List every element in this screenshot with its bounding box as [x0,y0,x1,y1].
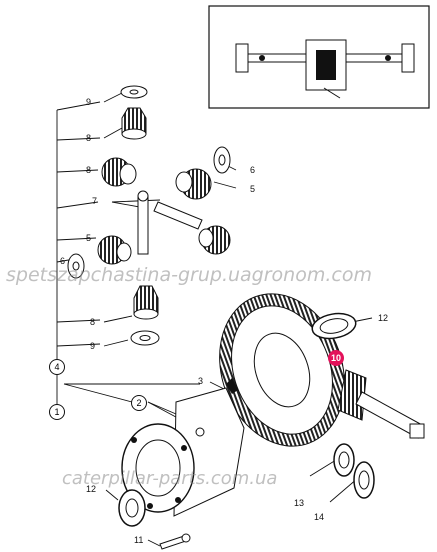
callout-leader-lines [56,91,373,547]
callout-3: 3 [198,376,204,386]
watermark-bottom: caterpillar-parts.com.ua [62,468,278,489]
callout-2-circle: 2 [131,395,147,411]
callout-5-upper: 5 [250,184,256,194]
callout-14: 14 [314,512,325,522]
washer-left [67,253,85,279]
callout-8-lower: 8 [90,317,96,327]
callout-8-middle: 8 [86,165,92,175]
pinion-gear-left [101,157,137,187]
callout-13: 13 [294,498,305,508]
bearing-cup-right [353,461,375,499]
callout-7: 7 [92,196,98,206]
pinion-gear-right [175,168,212,200]
callout-1-circle: 1 [49,404,65,420]
callout-6-upper: 6 [250,165,256,175]
callout-5-lower: 5 [86,233,92,243]
inset-locator [208,5,430,109]
cross-shaft [137,190,203,255]
washer-lower [130,330,160,346]
callout-11: 11 [134,535,144,545]
callout-9-lower: 9 [90,341,96,351]
bearing-cone-right [333,443,355,477]
callout-4-circle: 4 [49,359,65,375]
ring-gear [219,293,345,447]
callout-9-upper: 9 [86,97,92,107]
side-gear-top [121,107,147,140]
differential-case [121,378,245,517]
pinion-gear-lower-left [97,235,132,265]
callout-10-highlight: 10 [328,350,344,366]
callout-8-upper: 8 [86,133,92,143]
bearing-upper-right [311,312,357,340]
bearing-lower-left [118,489,146,527]
callout-12-lower: 12 [86,484,97,494]
callout-12-upper: 12 [378,313,389,323]
drive-pinion [337,369,425,439]
pinion-gear-lower-right [198,225,231,255]
watermark-top: spetszapchastina-grup.uagronom.com [6,264,372,286]
case-bolt [159,533,191,550]
callout-6-lower: 6 [60,256,66,266]
washer-top [120,85,148,99]
washer-right [213,146,231,174]
side-gear-lower [133,285,159,320]
